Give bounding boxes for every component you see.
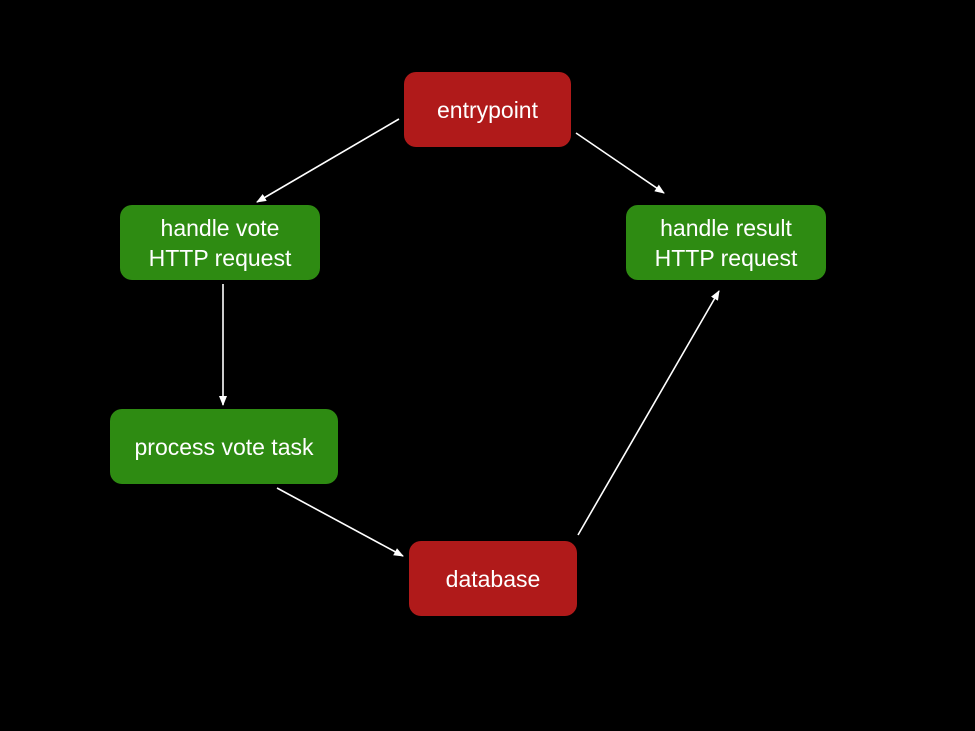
node-handle-vote-request-label: handle vote HTTP request	[148, 214, 292, 271]
node-process-vote-task: process vote task	[110, 409, 338, 484]
node-handle-vote-request: handle vote HTTP request	[120, 205, 320, 280]
node-database-label: database	[445, 565, 541, 592]
node-process-vote-task-label: process vote task	[134, 433, 314, 460]
node-handle-result-request-label: handle result HTTP request	[654, 214, 798, 271]
node-database: database	[409, 541, 577, 616]
arrow-entrypoint-to-result-handler	[575, 132, 665, 194]
node-entrypoint: entrypoint	[404, 72, 571, 147]
node-entrypoint-label: entrypoint	[436, 96, 538, 123]
arrow-entrypoint-to-vote-handler	[256, 118, 400, 203]
node-handle-result-request: handle result HTTP request	[626, 205, 826, 280]
arrow-vote-task-to-database	[276, 487, 404, 557]
arrow-database-to-result-handler	[577, 290, 720, 536]
